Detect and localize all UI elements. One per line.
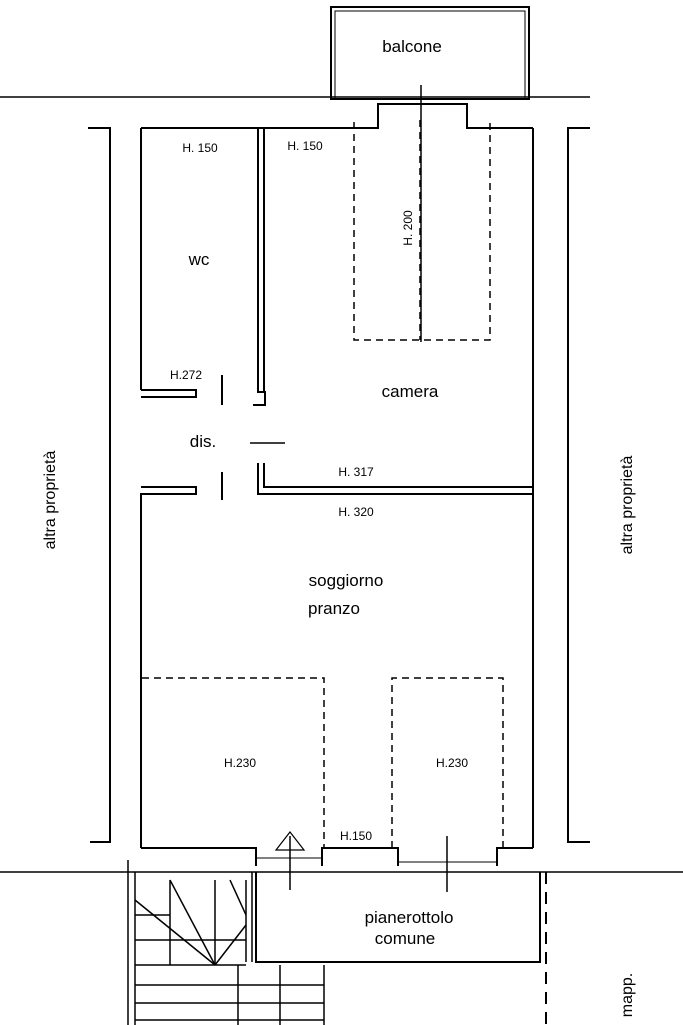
staircase	[127, 860, 325, 1025]
apartment-walls	[140, 103, 534, 866]
living-height-left-label: H.230	[224, 756, 256, 770]
interior-walls	[141, 128, 533, 500]
bed-height-label: H. 200	[401, 210, 415, 246]
axis-lines	[274, 85, 448, 892]
hallway-height-label: H.272	[170, 368, 202, 382]
bedroom-height-top-label: H. 150	[287, 139, 323, 153]
hallway-label: dis.	[190, 432, 216, 451]
common-landing	[255, 872, 547, 1025]
entrance-height-label: H.150	[340, 829, 372, 843]
living-height-top-label: H. 320	[338, 505, 374, 519]
balcony-label: balcone	[382, 37, 442, 56]
bedroom-height-bottom-label: H. 317	[338, 465, 374, 479]
cadastral-note-label: mapp.	[619, 973, 636, 1017]
dashed-outlines	[142, 120, 504, 848]
party-walls	[88, 127, 590, 843]
landing-label-line2: comune	[375, 929, 435, 948]
balcony	[330, 6, 530, 100]
wc-height-label: H. 150	[182, 141, 218, 155]
living-label-line1: soggiorno	[309, 571, 384, 590]
living-height-right-label: H.230	[436, 756, 468, 770]
facade-lines	[0, 96, 683, 873]
neighbor-right-label: altra proprietà	[619, 456, 636, 555]
wc-label: wc	[188, 250, 210, 269]
bedroom-label: camera	[382, 382, 439, 401]
neighbor-left-label: altra proprietà	[42, 451, 59, 550]
landing-label-line1: pianerottolo	[365, 908, 454, 927]
living-label-line2: pranzo	[308, 599, 360, 618]
